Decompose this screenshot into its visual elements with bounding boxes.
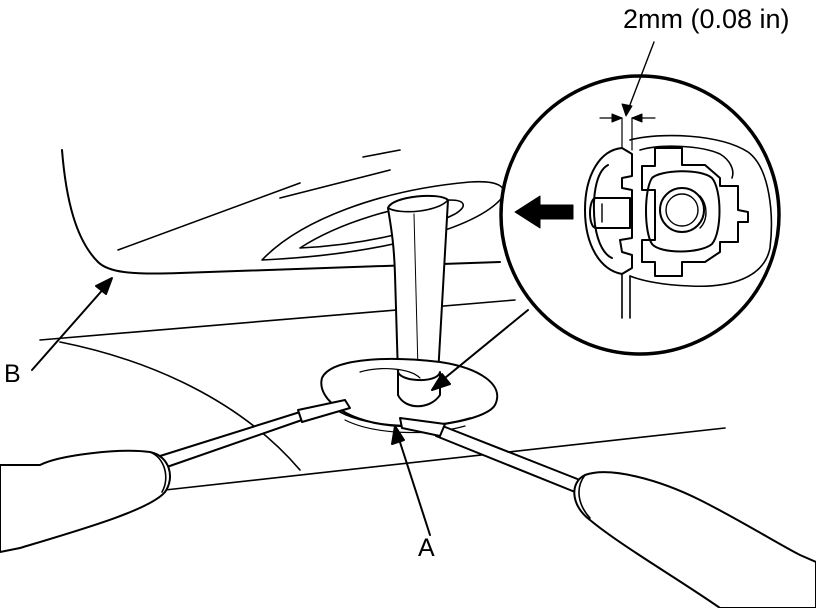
grommet-lip — [344, 419, 466, 434]
opening-inner — [299, 199, 464, 249]
screwdriver-left-handle — [0, 449, 171, 553]
body-lower-line — [164, 427, 726, 491]
clip-slot — [589, 197, 631, 229]
arrow-left-icon — [514, 195, 574, 229]
hose-center-line — [413, 213, 419, 371]
detail-leader — [439, 309, 529, 383]
screwdriver-right-tip — [399, 417, 446, 437]
hose-top-rim — [387, 199, 449, 213]
dim-leader — [627, 41, 655, 111]
detail-inset — [499, 41, 781, 356]
opening-outer — [261, 180, 505, 261]
hose — [387, 194, 449, 384]
clip-latch — [641, 147, 749, 277]
arrow-b-head — [95, 277, 113, 295]
direction-arrow-shape — [514, 195, 574, 229]
screwdriver-right-ferrule — [578, 474, 591, 519]
screwdriver-left-tip — [297, 399, 351, 423]
clip-shell-inner — [639, 145, 734, 179]
screwdriver-left-ferrule — [149, 451, 167, 493]
body-crease-line — [279, 169, 391, 199]
screwdriver-right-shaft — [435, 424, 586, 495]
pointer-arrows — [31, 277, 529, 536]
dim-arrow-head — [611, 113, 623, 123]
clip-latch-cup — [645, 170, 721, 253]
screwdriver-left — [0, 399, 351, 553]
body-crease-line — [117, 182, 301, 251]
dimension-label: 2mm (0.08 in) — [623, 4, 790, 34]
body-panel-edge — [61, 149, 501, 275]
clip-pin-inner — [665, 193, 699, 227]
arrow-a-leader — [397, 435, 431, 536]
clip-pin-detail — [699, 195, 707, 229]
body-lower-line — [39, 299, 516, 341]
panel-opening — [261, 180, 505, 261]
detail-inset-circle — [499, 74, 781, 356]
screwdriver-right — [399, 417, 816, 608]
clip-pin — [659, 187, 705, 233]
dim-leader-head — [621, 103, 633, 117]
body-crease-line — [362, 149, 401, 158]
dim-arrow-head — [631, 113, 643, 123]
part-b-label: B — [4, 360, 21, 388]
screwdriver-left-shaft — [159, 411, 303, 469]
body-contour-line — [59, 341, 301, 471]
part-a-label: A — [418, 534, 435, 562]
grommet-detail — [359, 368, 421, 379]
clip-body — [584, 147, 633, 275]
clip-inner-cavity — [592, 164, 613, 259]
arrow-b-leader — [31, 285, 107, 371]
body-panel — [39, 149, 726, 491]
clip-shell — [629, 134, 773, 288]
detail-leader-head — [431, 373, 451, 391]
screwdriver-right-handle — [573, 471, 816, 608]
arrow-a-head — [391, 425, 405, 445]
